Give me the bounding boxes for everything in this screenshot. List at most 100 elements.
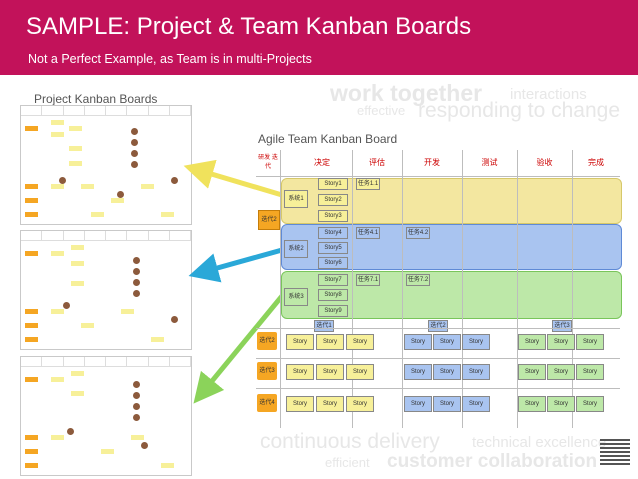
- story-card[interactable]: Story4: [318, 227, 348, 239]
- thumb-cell: [141, 184, 154, 189]
- story-card[interactable]: Story9: [318, 305, 348, 317]
- story-card-small[interactable]: Story: [547, 364, 575, 380]
- story-card-small[interactable]: Story: [518, 364, 546, 380]
- story-card-small[interactable]: Story: [346, 334, 374, 350]
- story-card-small[interactable]: Story: [576, 364, 604, 380]
- column-divider: [462, 150, 463, 428]
- watermark-efficient: efficient: [325, 455, 370, 470]
- story-card-small[interactable]: Story: [462, 396, 490, 412]
- avatar: [133, 381, 140, 388]
- thumb-cell: [51, 132, 64, 137]
- avatar: [131, 161, 138, 168]
- story-card-small[interactable]: Story: [462, 364, 490, 380]
- task-card[interactable]: 任务1.1: [356, 178, 380, 190]
- story-card-small[interactable]: Story: [404, 334, 432, 350]
- thumb-cell: [69, 146, 82, 151]
- column-header-accept: 验收: [517, 150, 572, 176]
- iteration-row-tag[interactable]: 迭代3: [257, 362, 277, 380]
- avatar: [171, 316, 178, 323]
- column-divider: [352, 150, 353, 428]
- thumb-header-row: [21, 357, 191, 367]
- project-board-thumbnail[interactable]: [20, 230, 192, 350]
- story-card-small[interactable]: Story: [316, 364, 344, 380]
- story-card-small[interactable]: Story: [518, 396, 546, 412]
- project-board-thumbnail[interactable]: [20, 356, 192, 476]
- story-card-small[interactable]: Story: [286, 396, 314, 412]
- thumb-cell: [25, 212, 38, 217]
- task-card[interactable]: 任务7.1: [356, 274, 380, 286]
- story-card[interactable]: Story5: [318, 242, 348, 254]
- thumb-cell: [101, 449, 114, 454]
- story-card-small[interactable]: Story: [518, 334, 546, 350]
- iteration-card[interactable]: 迭代2: [428, 320, 448, 332]
- story-card[interactable]: Story1: [318, 178, 348, 190]
- lane-system-card[interactable]: 系统3: [284, 288, 308, 306]
- thumb-cell: [51, 435, 64, 440]
- thumb-cell: [71, 281, 84, 286]
- story-card-small[interactable]: Story: [346, 364, 374, 380]
- story-card-small[interactable]: Story: [433, 334, 461, 350]
- avatar: [133, 403, 140, 410]
- task-card[interactable]: 任务7.2: [406, 274, 430, 286]
- column-divider: [402, 150, 403, 428]
- story-card-small[interactable]: Story: [576, 334, 604, 350]
- iteration-card[interactable]: 迭代3: [552, 320, 572, 332]
- story-card-small[interactable]: Story: [462, 334, 490, 350]
- iteration-tag[interactable]: 迭代2: [258, 210, 280, 230]
- avatar: [131, 150, 138, 157]
- avatar: [117, 191, 124, 198]
- avatar: [133, 268, 140, 275]
- thumb-cell: [25, 449, 38, 454]
- slide-subtitle: Not a Perfect Example, as Team is in mul…: [28, 52, 312, 66]
- story-card-small[interactable]: Story: [316, 334, 344, 350]
- thumb-cell: [25, 463, 38, 468]
- avatar: [171, 177, 178, 184]
- story-card-small[interactable]: Story: [346, 396, 374, 412]
- thumb-cell: [25, 337, 38, 342]
- agile-board-label: Agile Team Kanban Board: [258, 132, 397, 146]
- story-card[interactable]: Story3: [318, 210, 348, 222]
- task-card[interactable]: 任务4.1: [356, 227, 380, 239]
- thumb-cell: [161, 463, 174, 468]
- watermark-customer-collaboration: customer collaboration: [387, 451, 597, 473]
- story-card-small[interactable]: Story: [316, 396, 344, 412]
- story-card-small[interactable]: Story: [404, 364, 432, 380]
- thumb-cell: [25, 251, 38, 256]
- agile-team-board: 研发 迭代 决定 评估 开发 测试 验收 完成 迭代2 系统1 系统2 系统3 …: [256, 150, 620, 428]
- story-card[interactable]: Story8: [318, 289, 348, 301]
- iteration-card[interactable]: 迭代1: [314, 320, 334, 332]
- lane-system-card[interactable]: 系统1: [284, 190, 308, 208]
- iteration-row-tag[interactable]: 迭代4: [257, 394, 277, 412]
- avatar: [133, 279, 140, 286]
- story-card[interactable]: Story7: [318, 274, 348, 286]
- story-card-small[interactable]: Story: [286, 364, 314, 380]
- column-header-develop: 开发: [402, 150, 462, 176]
- lane-system-card[interactable]: 系统2: [284, 240, 308, 258]
- thumb-cell: [121, 309, 134, 314]
- iteration-row-tag[interactable]: 迭代2: [257, 332, 277, 350]
- thumb-cell: [51, 120, 64, 125]
- row-divider: [256, 358, 620, 359]
- story-card-small[interactable]: Story: [547, 334, 575, 350]
- row-divider: [256, 388, 620, 389]
- thumb-cell: [51, 251, 64, 256]
- column-divider: [280, 150, 281, 428]
- story-card[interactable]: Story6: [318, 257, 348, 269]
- ibm-logo: [600, 439, 630, 469]
- project-board-thumbnail[interactable]: [20, 105, 192, 225]
- thumb-header-row: [21, 106, 191, 116]
- story-card-small[interactable]: Story: [433, 396, 461, 412]
- thumb-cell: [161, 212, 174, 217]
- avatar: [63, 302, 70, 309]
- thumb-cell: [25, 198, 38, 203]
- story-card-small[interactable]: Story: [433, 364, 461, 380]
- task-card[interactable]: 任务4.2: [406, 227, 430, 239]
- story-card[interactable]: Story2: [318, 194, 348, 206]
- story-card-small[interactable]: Story: [547, 396, 575, 412]
- story-card-small[interactable]: Story: [286, 334, 314, 350]
- avatar: [133, 414, 140, 421]
- story-card-small[interactable]: Story: [404, 396, 432, 412]
- thumb-cell: [111, 198, 124, 203]
- avatar: [141, 442, 148, 449]
- story-card-small[interactable]: Story: [576, 396, 604, 412]
